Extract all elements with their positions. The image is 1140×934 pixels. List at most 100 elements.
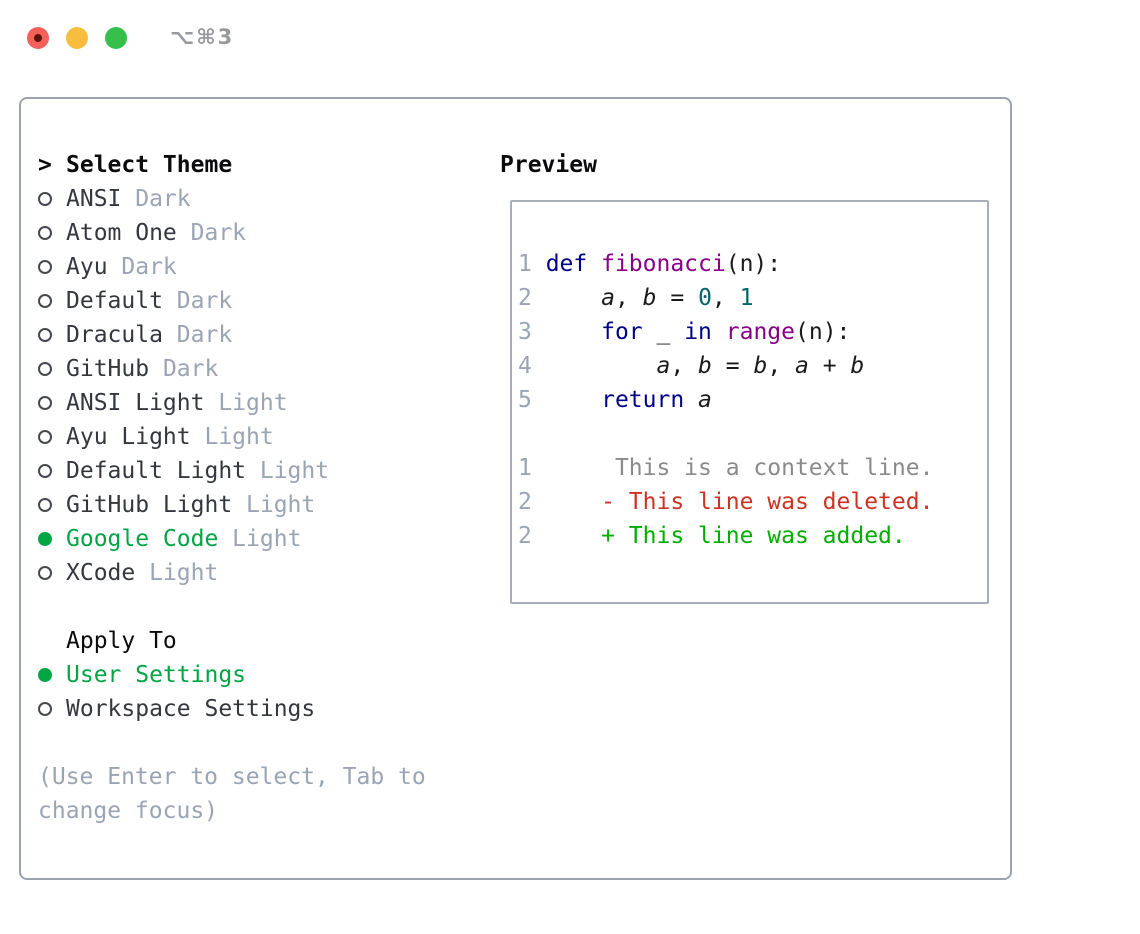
option-theme-google-code[interactable]: Google Code Light — [38, 522, 329, 556]
code-line: 1 This is a context line. — [518, 451, 987, 485]
option-theme-ayu-light[interactable]: Ayu Light Light — [38, 420, 329, 454]
code-token-var: a — [795, 353, 809, 379]
code-line: 5 return a — [518, 383, 987, 417]
code-token-pln — [712, 319, 726, 345]
code-token-var: b — [698, 353, 712, 379]
prompt-icon: > — [38, 152, 52, 178]
radio-selected-icon — [38, 532, 66, 546]
code-token-pln — [684, 387, 698, 413]
code-line: 2 - This line was deleted. — [518, 485, 987, 519]
apply-to-label: Apply To — [66, 628, 177, 654]
option-theme-ansi-light[interactable]: ANSI Light Light — [38, 386, 329, 420]
code-token-fn: fibonacci — [601, 251, 726, 277]
minimize-button[interactable] — [66, 27, 88, 49]
line-number: 3 — [518, 319, 546, 345]
option-theme-default-light[interactable]: Default Light Light — [38, 454, 329, 488]
line-number — [518, 421, 532, 447]
option-theme-dracula[interactable]: Dracula Dark — [38, 318, 329, 352]
code-token-var: b — [753, 353, 768, 379]
option-apply-user-settings[interactable]: User Settings — [38, 658, 315, 692]
option-label: Dracula — [66, 322, 163, 348]
option-variant-label: Dark — [162, 288, 233, 314]
option-variant-label: Dark — [107, 254, 177, 280]
code-token-pln — [546, 319, 601, 345]
code-line: 3 for _ in range(n): — [518, 315, 987, 349]
line-number: 2 — [518, 523, 546, 549]
radio-icon — [38, 566, 66, 580]
window-title: ⌥⌘3 — [170, 25, 235, 49]
option-theme-default[interactable]: Default Dark — [38, 284, 329, 318]
code-token-lit: 0 — [698, 285, 712, 311]
radio-icon — [38, 396, 66, 410]
close-button[interactable] — [27, 27, 49, 49]
line-number: 1 — [518, 455, 546, 481]
option-theme-github[interactable]: GitHub Dark — [38, 352, 329, 386]
radio-icon — [38, 260, 66, 274]
code-line: 2 + This line was added. — [518, 519, 987, 553]
option-variant-label: Dark — [121, 186, 191, 212]
code-token-var: a — [656, 353, 671, 379]
close-dot-icon — [34, 34, 42, 42]
code-token-pln: , — [711, 285, 740, 311]
line-number: 1 — [518, 251, 546, 277]
option-label: User Settings — [66, 662, 247, 688]
option-variant-label: Dark — [176, 220, 247, 246]
code-token-kwd: def — [545, 251, 602, 277]
radio-icon — [38, 498, 66, 512]
option-label: Default — [66, 288, 163, 314]
option-label: ANSI Light — [66, 390, 205, 416]
code-token-var: b — [642, 285, 657, 311]
option-label: Default Light — [66, 458, 247, 484]
preview-label: Preview — [500, 152, 597, 178]
code-token-pln: _ — [642, 319, 685, 345]
code-token-pln: = — [656, 285, 699, 311]
apply-to-header: Apply To — [38, 624, 315, 658]
option-variant-label: Dark — [162, 322, 233, 348]
radio-icon — [38, 464, 66, 478]
radio-icon — [38, 226, 66, 240]
radio-icon — [38, 192, 66, 206]
line-number: 5 — [518, 387, 546, 413]
code-line: 4 a, b = b, a + b — [518, 349, 987, 383]
hint-text: (Use Enter to select, Tab to change focus… — [38, 760, 426, 828]
radio-icon — [38, 294, 66, 308]
code-token-del: - This line was deleted. — [545, 489, 934, 515]
option-label: GitHub Light — [66, 492, 233, 518]
code-token-pln — [546, 387, 601, 413]
option-theme-ayu[interactable]: Ayu Dark — [38, 250, 329, 284]
option-variant-label: Light — [246, 458, 330, 484]
option-theme-xcode[interactable]: XCode Light — [38, 556, 329, 590]
option-label: Workspace Settings — [66, 696, 316, 722]
option-label: Ayu Light — [66, 424, 191, 450]
code-token-pln: , — [767, 353, 796, 379]
hint-line: (Use Enter to select, Tab to — [38, 764, 426, 790]
traffic-lights — [27, 27, 127, 49]
option-label: Atom One — [66, 220, 177, 246]
code-token-pln: (n): — [795, 319, 851, 345]
hint-line: change focus) — [38, 798, 219, 824]
option-label: ANSI — [66, 186, 122, 212]
option-variant-label: Light — [135, 560, 219, 586]
option-apply-workspace-settings[interactable]: Workspace Settings — [38, 692, 315, 726]
code-token-kwd: in — [684, 319, 712, 345]
code-token-pln — [546, 353, 657, 379]
code-token-pln: + — [808, 353, 851, 379]
option-variant-label: Dark — [149, 356, 219, 382]
option-theme-github-light[interactable]: GitHub Light Light — [38, 488, 329, 522]
code-line — [518, 417, 987, 451]
radio-selected-icon — [38, 668, 66, 682]
option-variant-label: Light — [232, 492, 316, 518]
option-theme-atom-one[interactable]: Atom One Dark — [38, 216, 329, 250]
code-token-pln: = — [711, 353, 754, 379]
code-token-pln — [546, 285, 601, 311]
option-theme-ansi[interactable]: ANSI Dark — [38, 182, 329, 216]
code-line: 1 def fibonacci(n): — [518, 247, 987, 281]
zoom-button[interactable] — [105, 27, 127, 49]
code-token-var: a — [601, 285, 615, 311]
radio-icon — [38, 702, 66, 716]
